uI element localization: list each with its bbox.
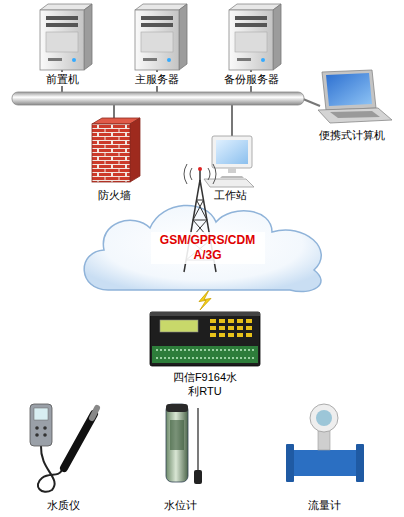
node-label: 四信F9164水 利RTU <box>165 370 245 398</box>
node-label: 水位计 <box>162 498 199 512</box>
node-label: 便携式计算机 <box>317 128 387 142</box>
instrument-node: 流量计 <box>278 400 370 512</box>
server-node: 前置机 <box>30 0 94 86</box>
node-label: 工作站 <box>212 188 249 202</box>
node-label: 备份服务器 <box>222 72 281 86</box>
flow-meter <box>286 404 364 482</box>
firewall-icon <box>92 118 140 182</box>
rtu-device <box>150 312 260 366</box>
water-quality-meter <box>30 404 97 492</box>
node-label: 流量计 <box>306 498 343 512</box>
rtu-node: 四信F9164水 利RTU <box>145 310 265 398</box>
workstation-node: 工作站 <box>200 132 260 202</box>
node-label: 主服务器 <box>133 72 181 86</box>
server-node: 备份服务器 <box>216 0 286 86</box>
network-bus <box>12 70 320 136</box>
workstation-icon <box>204 136 254 187</box>
instrument-node: 水位计 <box>140 400 220 512</box>
network-label: GSM/GPRS/CDM A/3G <box>151 232 265 264</box>
instrument-node: 水质仪 <box>20 400 106 512</box>
water-level-gauge <box>166 404 202 484</box>
node-label: 前置机 <box>44 72 81 86</box>
server-icons <box>40 4 281 70</box>
network-cloud: GSM/GPRS/CDM A/3G <box>80 205 335 290</box>
server-node: 主服务器 <box>124 0 190 86</box>
laptop-node: 便携式计算机 <box>310 68 394 142</box>
node-label: 防火墙 <box>96 188 133 202</box>
wireless-link <box>199 290 211 310</box>
network-cloud-shape <box>84 205 321 291</box>
firewall-node: 防火墙 <box>84 116 144 202</box>
laptop-icon <box>318 70 392 123</box>
node-label: 水质仪 <box>45 498 82 512</box>
